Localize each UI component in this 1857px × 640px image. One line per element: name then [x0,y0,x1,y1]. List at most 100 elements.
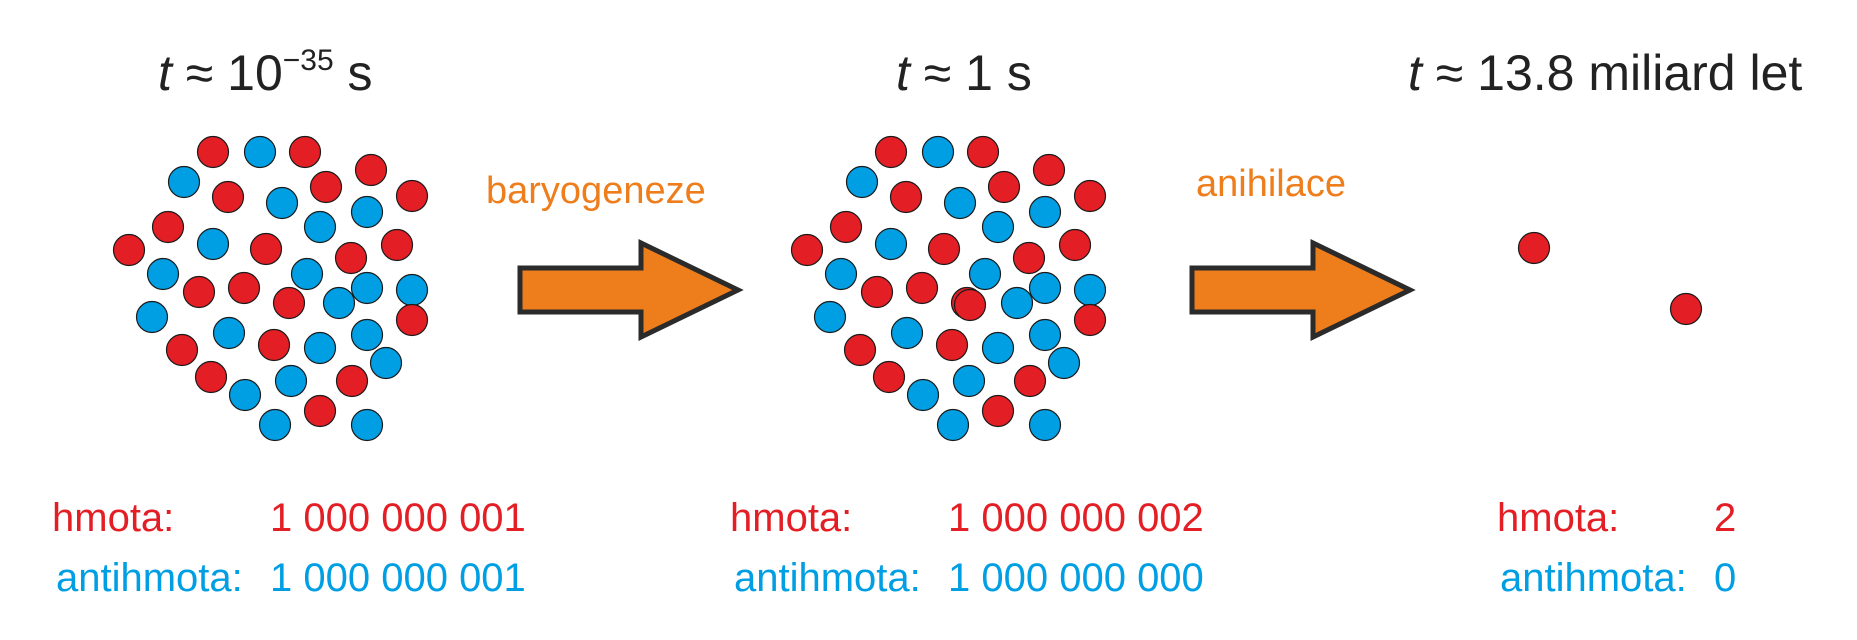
time-variable: t [1408,45,1422,101]
antimatter-particle [290,257,324,291]
antimatter-particle [1047,346,1081,380]
stage-2-particle-cluster [790,135,1107,442]
antimatter-particle [303,210,337,244]
matter-particle [1669,292,1703,326]
matter-particle [227,271,261,305]
antimatter-particle [167,165,201,199]
matter-particle [1517,231,1551,265]
matter-particle [935,328,969,362]
matter-particle [309,170,343,204]
antimatter-particle [146,257,180,291]
matter-particle [1073,303,1107,337]
antimatter-particle [350,408,384,442]
antimatter-particle [1028,271,1062,305]
antimatter-particle [322,286,356,320]
antimatter-particle [350,195,384,229]
antimatter-particle [824,257,858,291]
matter-particle [872,360,906,394]
time-variable: t [896,45,910,101]
antimatter-particle [369,346,403,380]
baryogenesis-arrow [517,239,744,341]
stage-2-time-label: t ≈ 1 s [896,44,1032,102]
matter-particle [395,303,429,337]
matter-particle [272,286,306,320]
matter-label: hmota: [52,496,175,540]
time-suffix: s [333,45,373,101]
matter-particle [112,233,146,267]
antimatter-particle [243,135,277,169]
time-prefix: ≈ 1 s [909,45,1032,101]
antimatter-particle [1073,273,1107,307]
matter-particle [953,288,987,322]
antimatter-particle [981,331,1015,365]
antimatter-particle [968,257,1002,291]
antimatter-particle [1000,286,1034,320]
matter-particle [874,135,908,169]
antimatter-particle [1028,318,1062,352]
stage-1-time-label: t ≈ 10−35 s [158,44,373,102]
stage-1-particle-cluster [112,135,429,442]
matter-particle [354,153,388,187]
antimatter-particle [350,318,384,352]
matter-particle [1058,228,1092,262]
matter-particle [211,180,245,214]
stage-2-matter-count: hmota: 1 000 000 002 [730,496,1204,541]
antimatter-particle [981,210,1015,244]
stage-1-matter-count: hmota: 1 000 000 001 [52,496,526,541]
matter-particle [981,394,1015,428]
matter-particle [249,232,283,266]
stage-3-antimatter-count: antihmota: 0 [1500,556,1736,601]
antimatter-particle [813,300,847,334]
antimatter-value: 0 [1714,556,1737,600]
antimatter-label: antihmota: [734,556,921,600]
matter-label: hmota: [1497,496,1620,540]
matter-particle [151,210,185,244]
matter-particle [1012,241,1046,275]
antimatter-particle [1028,195,1062,229]
antimatter-particle [212,316,246,350]
matter-particle [843,333,877,367]
matter-particle [790,233,824,267]
antimatter-particle [943,186,977,220]
antimatter-particle [258,408,292,442]
antimatter-particle [921,135,955,169]
antimatter-particle [350,271,384,305]
matter-particle [1073,179,1107,213]
baryogenesis-label: baryogeneze [486,170,706,212]
matter-particle [905,271,939,305]
matter-particle [335,364,369,398]
matter-particle [257,328,291,362]
matter-particle [829,210,863,244]
antimatter-particle [265,186,299,220]
antimatter-particle [874,227,908,261]
annihilation-arrow [1189,239,1416,341]
matter-value: 1 000 000 002 [948,496,1204,540]
antimatter-particle [845,165,879,199]
antimatter-label: antihmota: [56,556,243,600]
matter-particle [182,275,216,309]
annihilation-label: anihilace [1196,163,1346,205]
antimatter-label: antihmota: [1500,556,1687,600]
antimatter-particle [906,378,940,412]
antimatter-value: 1 000 000 000 [948,556,1204,600]
antimatter-value: 1 000 000 001 [270,556,526,600]
matter-particle [303,394,337,428]
matter-particle [1032,153,1066,187]
time-prefix: ≈ 10 [171,45,283,101]
antimatter-particle [936,408,970,442]
antimatter-particle [395,273,429,307]
antimatter-particle [274,364,308,398]
time-variable: t [158,45,172,101]
matter-particle [194,360,228,394]
antimatter-particle [1028,408,1062,442]
matter-particle [288,135,322,169]
matter-particle [927,232,961,266]
matter-particle [860,275,894,309]
matter-value: 1 000 000 001 [270,496,526,540]
antimatter-particle [890,316,924,350]
matter-particle [380,228,414,262]
antimatter-particle [228,378,262,412]
antimatter-particle [196,227,230,261]
antimatter-particle [303,331,337,365]
